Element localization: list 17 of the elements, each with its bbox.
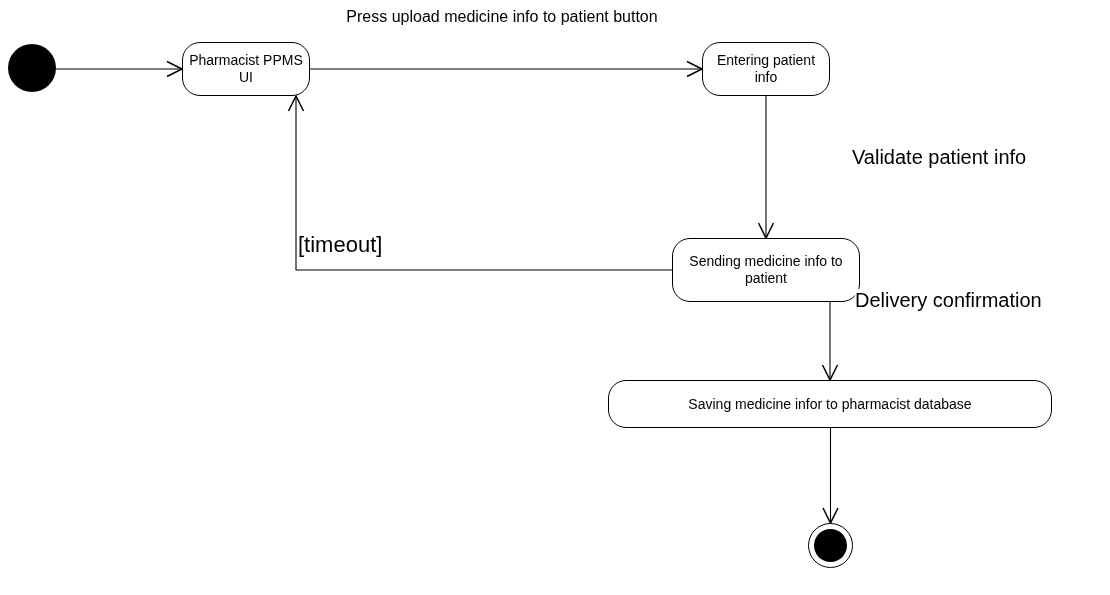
transition-arrow <box>55 60 183 78</box>
initial-state-dot <box>8 44 56 92</box>
final-state-marker <box>808 523 853 568</box>
edge-label: Validate patient info <box>852 146 1027 169</box>
state-label: Sending medicine info to patient <box>688 253 844 287</box>
state-box <box>182 42 310 96</box>
transition-arrow <box>309 60 703 78</box>
state-box <box>702 42 830 96</box>
state-label: Entering patient info <box>715 52 817 86</box>
edge-label: Delivery confirmation <box>855 289 1042 312</box>
transition-arrow <box>822 427 839 524</box>
state-box <box>608 380 1052 428</box>
state-label: Saving medicine infor to pharmacist database <box>687 395 973 413</box>
transition-arrow <box>287 95 673 271</box>
transition-arrow <box>757 95 775 239</box>
state-label: Pharmacist PPMS UI <box>188 52 304 86</box>
transition-arrow <box>821 301 839 381</box>
